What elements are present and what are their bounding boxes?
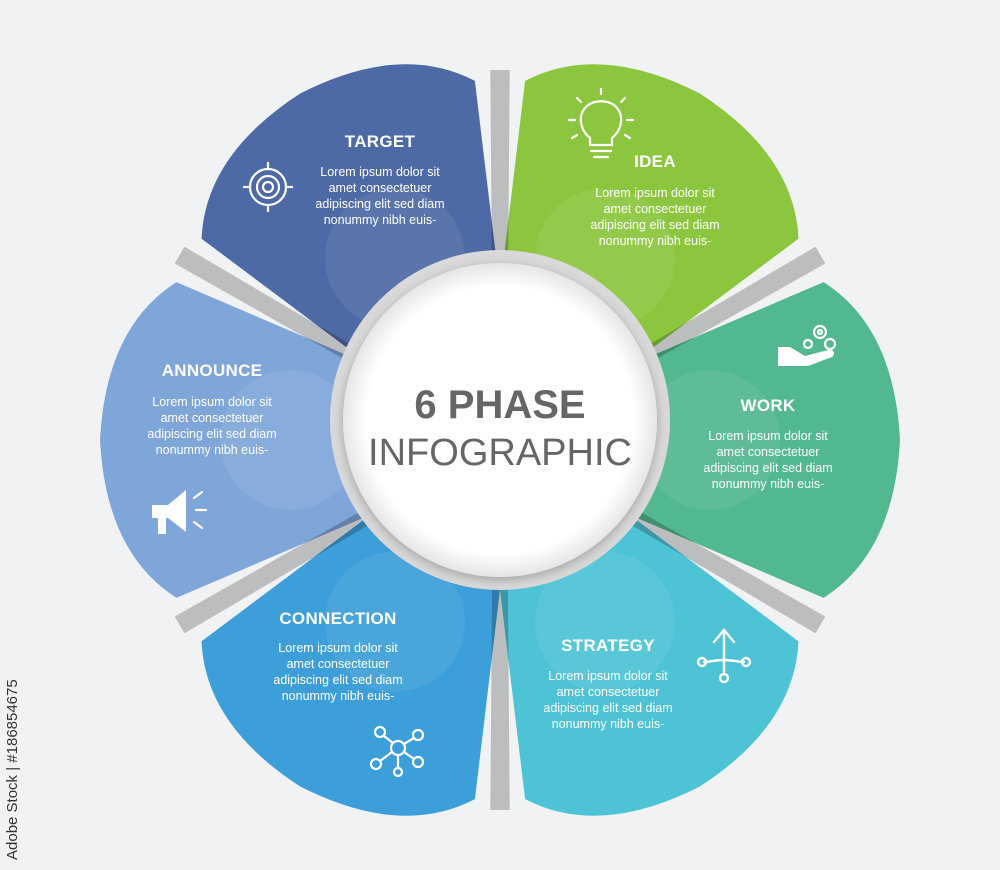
segment-title: TARGET [345, 132, 416, 151]
segment-title: IDEA [634, 152, 676, 171]
segment-body-line: Lorem ipsum dolor sit [278, 641, 398, 655]
segment-announce: ANNOUNCE Lorem ipsum dolor sit amet cons… [147, 361, 277, 534]
center-title: 6 PHASE [414, 383, 585, 427]
segment-body-line: adipiscing elit sed diam [590, 218, 719, 232]
split-arrow-icon [696, 628, 752, 684]
segment-body-line: adipiscing elit sed diam [315, 197, 444, 211]
segment-seam [490, 589, 510, 810]
segment-body-line: nonummy nibh euis- [156, 443, 269, 457]
segment-title: STRATEGY [561, 636, 655, 655]
segment-body-line: adipiscing elit sed diam [147, 427, 276, 441]
segment-body-line: Lorem ipsum dolor sit [595, 186, 715, 200]
segment-highlight [535, 551, 675, 692]
segment-body-line: adipiscing elit sed diam [703, 461, 832, 475]
stock-id-caption: Adobe Stock | #186854675 [4, 679, 21, 860]
segment-body-line: nonummy nibh euis- [552, 717, 665, 731]
segment-body-line: amet consectetuer [557, 685, 660, 699]
gears-hand-icon [778, 324, 837, 366]
segment-body-line: amet consectetuer [329, 181, 432, 195]
segment-body-line: amet consectetuer [287, 657, 390, 671]
segment-seam [490, 70, 510, 291]
segment-target: TARGET Lorem ipsum dolor sit amet consec… [243, 132, 445, 227]
segment-shape-connection [201, 515, 500, 816]
segment-seam [174, 246, 375, 372]
segment-connection: CONNECTION Lorem ipsum dolor sit amet co… [273, 609, 425, 778]
center-badge: 6 PHASE INFOGRAPHIC [330, 250, 670, 590]
segment-body-line: amet consectetuer [161, 411, 264, 425]
segment-body-line: nonummy nibh euis- [599, 234, 712, 248]
segment-body-line: amet consectetuer [604, 202, 707, 216]
segment-seam [174, 508, 375, 634]
segment-body-line: amet consectetuer [717, 445, 820, 459]
segment-body-line: nonummy nibh euis- [712, 477, 825, 491]
segment-highlight [640, 370, 780, 510]
center-subtitle: INFOGRAPHIC [368, 432, 632, 474]
segment-work: WORK Lorem ipsum dolor sit amet consecte… [703, 324, 837, 491]
segment-highlight [325, 551, 465, 692]
segment-body-line: adipiscing elit sed diam [273, 673, 402, 687]
segment-seam [625, 508, 826, 634]
segment-shape-strategy [500, 515, 799, 816]
segment-shape-work [629, 282, 900, 598]
megaphone-icon [152, 490, 208, 534]
segment-seams [174, 70, 826, 810]
segment-body-line: Lorem ipsum dolor sit [152, 395, 272, 409]
segment-title: ANNOUNCE [162, 361, 263, 380]
target-icon [243, 162, 293, 212]
segment-highlight [220, 370, 360, 510]
segment-body-line: adipiscing elit sed diam [543, 701, 672, 715]
segment-title: CONNECTION [279, 609, 396, 628]
segment-body-line: Lorem ipsum dolor sit [548, 669, 668, 683]
segment-seam [625, 246, 826, 372]
network-icon [369, 725, 425, 778]
segment-body-line: nonummy nibh euis- [282, 689, 395, 703]
segment-strategy: STRATEGY Lorem ipsum dolor sit amet cons… [543, 628, 752, 731]
segment-shape-announce [100, 282, 371, 598]
segment-body-line: nonummy nibh euis- [324, 213, 437, 227]
segment-idea: IDEA Lorem ipsum dolor sit amet consecte… [567, 87, 720, 248]
segment-title: WORK [740, 396, 795, 415]
segment-body-line: Lorem ipsum dolor sit [320, 165, 440, 179]
lightbulb-icon [567, 87, 635, 159]
segment-body-line: Lorem ipsum dolor sit [708, 429, 828, 443]
